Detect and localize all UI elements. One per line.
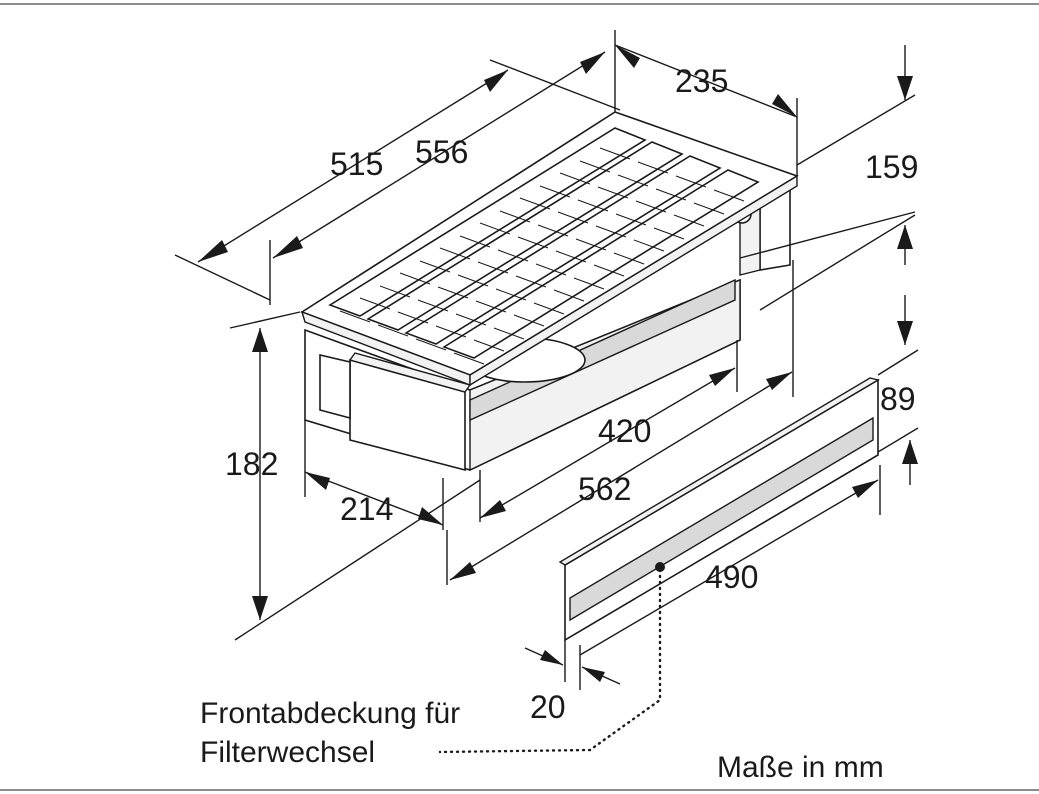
front-cover-label-line2: Filterwechsel — [200, 736, 375, 769]
dim-420: 420 — [598, 413, 651, 449]
front-cover-label-line1: Frontabdeckung für — [200, 697, 460, 730]
dim-89: 89 — [880, 381, 916, 417]
dim-182: 182 — [225, 446, 278, 482]
units-note: Maße in mm — [717, 751, 884, 784]
left-bracket — [319, 353, 351, 420]
dim-515: 515 — [330, 146, 383, 182]
dim-562: 562 — [578, 471, 631, 507]
dim-20: 20 — [530, 689, 566, 725]
downdraft-unit — [300, 111, 799, 472]
dim-214: 214 — [340, 491, 393, 527]
front-cover-strip — [558, 377, 880, 642]
dim-159: 159 — [865, 149, 918, 185]
dim-235: 235 — [675, 63, 728, 99]
grid-slats — [328, 127, 760, 365]
dimension-lines — [174, 30, 919, 754]
grid-plate-right-edge — [469, 174, 798, 387]
dim-490: 490 — [705, 559, 758, 595]
fan-trough — [469, 278, 736, 422]
cover-top-edge — [558, 377, 880, 566]
cover-groove — [569, 416, 874, 622]
dim-556: 556 — [415, 134, 468, 170]
cover-center-dot — [655, 562, 665, 572]
